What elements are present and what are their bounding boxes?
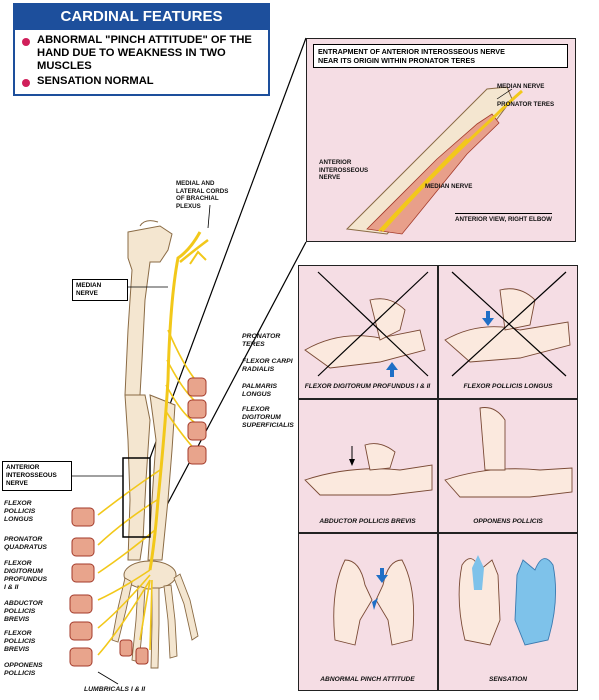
label-fdp-l1: FLEXOR	[4, 560, 32, 567]
grid-divider-h2	[298, 532, 578, 534]
inset-title-line1: ENTRAPMENT OF ANTERIOR INTEROSSEOUS NERV…	[318, 47, 505, 56]
label-pl-l1: PALMARIS	[242, 383, 277, 390]
label-fpb-l2: POLLICIS	[4, 638, 36, 645]
label-fds-l1: FLEXOR	[242, 406, 270, 413]
label-pq-l1: PRONATOR	[4, 536, 43, 543]
label-opponens: OPPONENS POLLICIS	[4, 662, 43, 678]
label-pronator-teres: PRONATOR TERES	[242, 333, 280, 349]
caption-sensation: SENSATION	[489, 676, 527, 683]
caption-fpl-wrap: FLEXOR POLLICIS LONGUS	[438, 383, 578, 390]
inset-title: ENTRAPMENT OF ANTERIOR INTEROSSEOUS NERV…	[313, 44, 568, 68]
label-apb: ABDUCTOR POLLICIS BREVIS	[4, 600, 43, 624]
caption-pinch-wrap: ABNORMAL PINCH ATTITUDE	[298, 676, 437, 683]
caption-op-wrap: OPPONENS POLLICIS	[438, 518, 578, 525]
inset-label-median-nerve-bottom: MEDIAN NERVE	[425, 183, 473, 190]
label-fpb-l3: BREVIS	[4, 646, 30, 653]
cardinal-item-pinch: ABNORMAL "PINCH ATTITUDE" OF THE HAND DU…	[37, 34, 267, 73]
label-flexor-carpi-radialis: FLEXOR CARPI RADIALIS	[242, 358, 293, 374]
label-pl-l2: LONGUS	[242, 391, 272, 398]
label-apb-l2: POLLICIS	[4, 608, 36, 615]
label-brachial-line2: LATERAL CORDS	[176, 187, 229, 195]
label-anterior-interosseous-nerve: ANTERIOR INTEROSSEOUS NERVE	[2, 461, 72, 491]
inset-panel: ENTRAPMENT OF ANTERIOR INTEROSSEOUS NERV…	[306, 38, 576, 242]
label-brachial-line4: PLEXUS	[176, 202, 201, 210]
inset-label-median-nerve: MEDIAN NERVE	[497, 83, 545, 90]
cardinal-item-pinch-line3: MUSCLES	[37, 60, 92, 72]
bullet-icon	[22, 79, 30, 87]
cardinal-item-sensation: SENSATION NORMAL	[37, 75, 154, 87]
label-fpl: FLEXOR POLLICIS LONGUS	[4, 500, 35, 524]
cardinal-item-pinch-line1: ABNORMAL "PINCH ATTITUDE" OF THE	[37, 34, 252, 46]
caption-apb: ABDUCTOR POLLICIS BREVIS	[319, 518, 416, 525]
inset-aion-l2: INTEROSSEOUS	[319, 166, 369, 174]
inset-aion-l1: ANTERIOR	[319, 159, 352, 166]
caption-pinch: ABNORMAL PINCH ATTITUDE	[320, 676, 415, 683]
label-ain-l3: NERVE	[6, 480, 28, 487]
label-fpb-l1: FLEXOR	[4, 630, 32, 637]
inset-title-line2: NEAR ITS ORIGIN WITHIN PRONATOR TERES	[318, 56, 476, 65]
inset-label-aion: ANTERIOR INTEROSSEOUS NERVE	[319, 159, 368, 182]
cardinal-features-title: CARDINAL FEATURES	[13, 3, 270, 30]
label-apb-l3: BREVIS	[4, 616, 30, 623]
label-fds-l3: SUPERFICIALIS	[242, 422, 294, 429]
caption-sensation-wrap: SENSATION	[438, 676, 578, 683]
inset-view-caption: ANTERIOR VIEW, RIGHT ELBOW	[455, 213, 552, 224]
label-median-nerve: MEDIAN NERVE	[72, 279, 128, 301]
caption-fdp: FLEXOR DIGITORUM PROFUNDUS I & II	[304, 383, 431, 390]
label-fpb: FLEXOR POLLICIS BREVIS	[4, 630, 35, 654]
inset-aion-l3: NERVE	[319, 174, 341, 182]
label-fcr-l1: FLEXOR CARPI	[242, 358, 293, 365]
label-pq-l2: QUADRATUS	[4, 544, 47, 551]
label-palmaris-longus: PALMARIS LONGUS	[242, 383, 277, 399]
label-pronator-l2: TERES	[242, 341, 265, 348]
label-ain-l2: INTEROSSEOUS	[6, 472, 57, 479]
label-brachial-line1: MEDIAL AND	[176, 180, 215, 187]
label-fds-l2: DIGITORUM	[242, 414, 281, 421]
label-op-l2: POLLICIS	[4, 670, 36, 677]
label-ain-l1: ANTERIOR	[6, 464, 40, 471]
label-apb-l1: ABDUCTOR	[4, 600, 43, 607]
label-op-l1: OPPONENS	[4, 662, 43, 669]
label-pronator-l1: PRONATOR	[242, 333, 281, 340]
label-brachial-plexus: MEDIAL AND LATERAL CORDS OF BRACHIAL PLE…	[176, 180, 228, 210]
label-fds: FLEXOR DIGITORUM SUPERFICIALIS	[242, 406, 294, 430]
label-lumbricals: LUMBRICALS I & II	[84, 686, 146, 693]
label-fdp-l2: DIGITORUM	[4, 568, 43, 575]
inset-label-pronator-teres: PRONATOR TERES	[497, 101, 555, 108]
label-fpl-l3: LONGUS	[4, 516, 34, 523]
grid-divider-h1	[298, 398, 578, 400]
label-fdp: FLEXOR DIGITORUM PROFUNDUS I & II	[4, 560, 47, 592]
label-fdp-l4: I & II	[4, 584, 19, 591]
elbow-illustration	[345, 86, 523, 235]
label-fdp-l3: PROFUNDUS	[4, 576, 48, 583]
caption-op: OPPONENS POLLICIS	[473, 518, 543, 525]
cardinal-item-pinch-line2: HAND DUE TO WEAKNESS IN TWO	[37, 47, 226, 59]
label-fpl-l1: FLEXOR	[4, 500, 32, 507]
grid-divider-v	[437, 265, 439, 691]
caption-fdp-wrap: FLEXOR DIGITORUM PROFUNDUS I & II	[298, 383, 437, 390]
label-brachial-line3: OF BRACHIAL	[176, 195, 219, 203]
caption-apb-wrap: ABDUCTOR POLLICIS BREVIS	[298, 518, 437, 525]
label-fpl-l2: POLLICIS	[4, 508, 36, 515]
caption-fpl: FLEXOR POLLICIS LONGUS	[463, 383, 553, 390]
bullet-icon	[22, 38, 30, 46]
label-pronator-quadratus: PRONATOR QUADRATUS	[4, 536, 47, 552]
label-fcr-l2: RADIALIS	[242, 366, 275, 373]
